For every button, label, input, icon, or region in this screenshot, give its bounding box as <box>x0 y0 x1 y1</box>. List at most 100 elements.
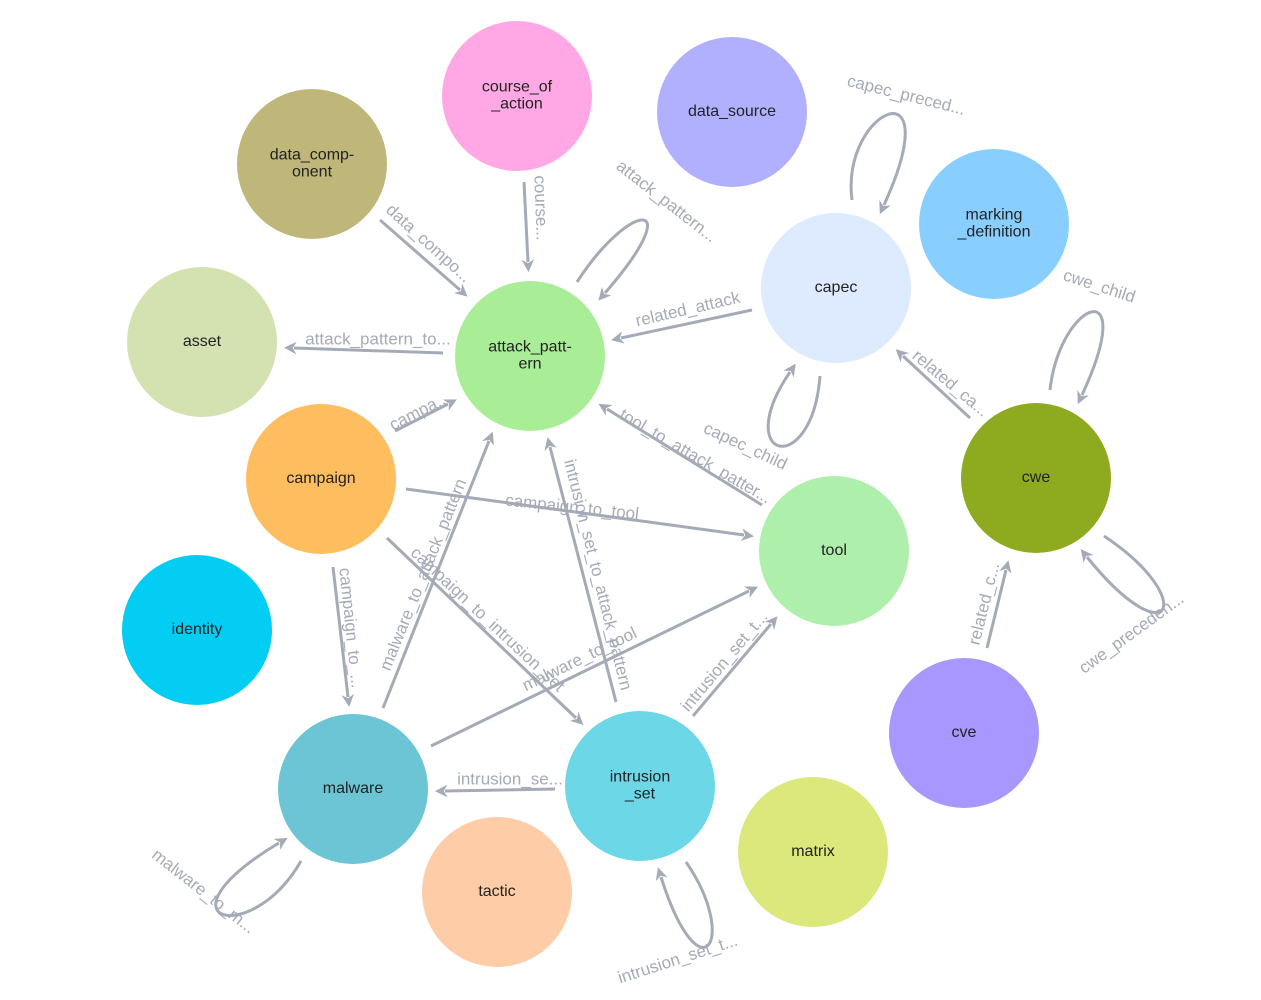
node-circle[interactable] <box>657 37 807 187</box>
edge-line[interactable] <box>691 616 778 717</box>
node-circle[interactable] <box>761 213 911 363</box>
edge-line[interactable] <box>544 437 618 703</box>
edge-line[interactable] <box>1048 310 1105 405</box>
node-label: _set <box>624 786 656 803</box>
edge[interactable]: course... <box>521 175 552 273</box>
edge[interactable]: related_attack <box>611 288 753 344</box>
edge-label: course... <box>530 175 551 241</box>
node-circle[interactable] <box>237 89 387 239</box>
node-circle[interactable] <box>919 149 1069 299</box>
node-tactic[interactable]: tactic <box>422 817 572 967</box>
edge[interactable]: campa... <box>386 388 457 435</box>
edge-line[interactable] <box>405 487 754 541</box>
edge-line[interactable] <box>849 112 907 215</box>
node-capec[interactable]: capec <box>761 213 911 363</box>
node-label: course_of <box>482 79 553 96</box>
edge-line[interactable] <box>434 784 556 798</box>
node-circle[interactable] <box>278 714 428 864</box>
node-intrusion-set[interactable]: intrusion_set <box>565 711 715 861</box>
node-circle[interactable] <box>961 403 1111 553</box>
node-attack-pattern[interactable]: attack_patt-ern <box>455 281 605 431</box>
node-label: tool <box>821 542 847 559</box>
edge-line[interactable] <box>985 560 1012 649</box>
edge[interactable]: cwe_preceden... <box>1075 534 1187 678</box>
edge[interactable]: attack_pattern_to... <box>283 329 451 355</box>
edge-line[interactable] <box>598 403 763 507</box>
node-circle[interactable] <box>442 21 592 171</box>
edge[interactable]: data_compo... <box>379 200 475 297</box>
node-tool[interactable]: tool <box>759 476 909 626</box>
edge[interactable]: cwe_child <box>1048 265 1138 405</box>
node-circle[interactable] <box>889 658 1039 808</box>
edge-line[interactable] <box>214 837 303 918</box>
edge[interactable]: campaign_to_... <box>331 566 367 708</box>
node-label: ern <box>518 356 541 373</box>
edge-line[interactable] <box>521 181 535 273</box>
node-label: intrusion <box>610 769 670 786</box>
node-malware[interactable]: malware <box>278 714 428 864</box>
node-cve[interactable]: cve <box>889 658 1039 808</box>
node-label: data_comp- <box>270 147 355 164</box>
node-marking-definition[interactable]: marking_definition <box>919 149 1069 299</box>
node-circle[interactable] <box>422 817 572 967</box>
node-data-source[interactable]: data_source <box>657 37 807 187</box>
node-identity[interactable]: identity <box>122 555 272 705</box>
edge-line[interactable] <box>895 349 972 420</box>
edge-label: attack_pattern_to... <box>305 329 451 348</box>
node-label: tactic <box>478 883 515 900</box>
node-circle[interactable] <box>127 267 277 417</box>
edge-line[interactable] <box>394 399 457 433</box>
edge-label: cwe_child <box>1061 265 1138 306</box>
node-label: malware <box>323 780 384 797</box>
node-circle[interactable] <box>738 777 888 927</box>
edge-line[interactable] <box>381 431 494 709</box>
edge-line[interactable] <box>655 861 714 949</box>
edge-label: intrusion_set_t... <box>677 607 772 715</box>
node-asset[interactable]: asset <box>127 267 277 417</box>
edge[interactable]: malware_to_m... <box>148 837 303 937</box>
node-label: asset <box>183 333 222 350</box>
edge[interactable]: intrusion_set_t... <box>677 607 778 717</box>
node-label: marking <box>966 207 1023 224</box>
edge[interactable]: related_ca... <box>895 346 993 421</box>
edge-label: intrusion_set_t... <box>615 931 740 988</box>
edge-line[interactable] <box>611 308 753 344</box>
edge-line[interactable] <box>331 566 354 708</box>
edge-label: malware_to_m... <box>148 845 259 937</box>
node-matrix[interactable]: matrix <box>738 777 888 927</box>
node-label: onent <box>292 164 333 181</box>
node-circle[interactable] <box>565 711 715 861</box>
node-label: cve <box>952 724 977 741</box>
node-circle[interactable] <box>759 476 909 626</box>
node-circle[interactable] <box>246 404 396 554</box>
node-course-of-action[interactable]: course_of_action <box>442 21 592 171</box>
node-label: data_source <box>688 103 776 120</box>
edge-line[interactable] <box>283 341 444 355</box>
edge[interactable]: intrusion_se... <box>434 769 563 798</box>
edge-line[interactable] <box>766 363 822 448</box>
node-layer: course_of_action data_source data_comp-one… <box>122 21 1111 967</box>
node-label: cwe <box>1022 469 1051 486</box>
edge-line[interactable] <box>1080 534 1166 615</box>
node-label: identity <box>172 621 223 638</box>
node-cwe[interactable]: cwe <box>961 403 1111 553</box>
node-label: attack_patt- <box>488 339 572 356</box>
node-campaign[interactable]: campaign <box>246 404 396 554</box>
node-data-component[interactable]: data_comp-onent <box>237 89 387 239</box>
node-circle[interactable] <box>455 281 605 431</box>
edge-label: data_compo... <box>382 200 475 286</box>
edge[interactable]: related_c... <box>965 560 1012 649</box>
node-circle[interactable] <box>122 555 272 705</box>
edge-line[interactable] <box>385 536 584 725</box>
edge-label: intrusion_se... <box>457 769 563 788</box>
edge[interactable]: intrusion_set_t... <box>615 861 740 988</box>
edge-line[interactable] <box>575 218 649 301</box>
node-label: capec <box>815 279 858 296</box>
edge-line[interactable] <box>379 218 468 297</box>
node-label: _definition <box>957 224 1031 241</box>
node-label: campaign <box>286 470 355 487</box>
edge-line[interactable] <box>430 586 759 748</box>
edge-label: capec_preced... <box>845 71 967 119</box>
edge-label: related_ca... <box>909 346 993 421</box>
